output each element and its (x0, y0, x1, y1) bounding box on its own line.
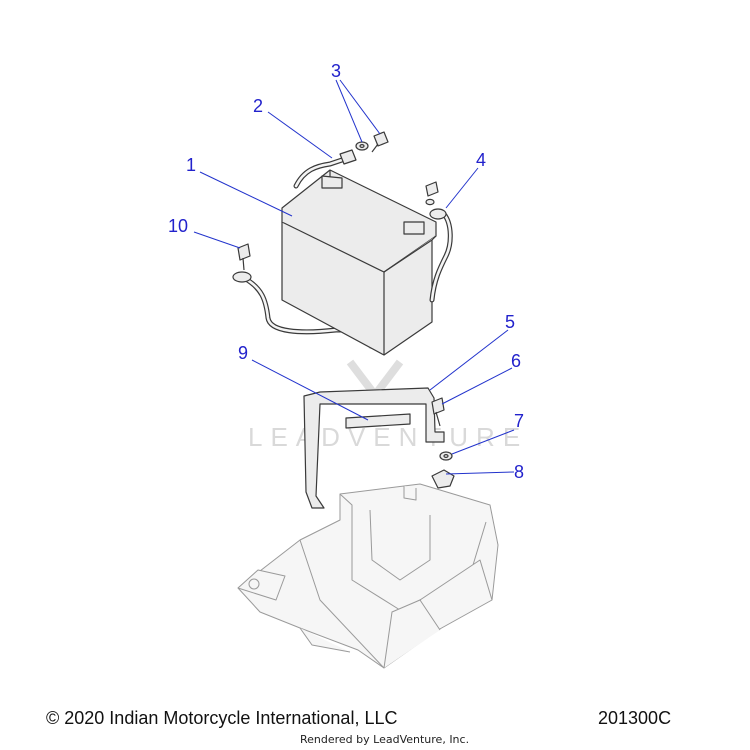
callout-labels: 1 2 3 4 5 6 7 8 9 10 (168, 61, 524, 482)
hardware-upper (355, 131, 389, 153)
copyright-notice: © 2020 Indian Motorcycle International, … (46, 708, 398, 728)
callout-6: 6 (511, 351, 521, 371)
callout-5: 5 (505, 312, 515, 332)
callout-1: 1 (186, 155, 196, 175)
battery-strap (303, 387, 445, 509)
negative-cable (232, 243, 373, 335)
callout-10: 10 (168, 216, 188, 236)
hardware-lower (431, 397, 455, 489)
drawing-number: 201300C (598, 708, 672, 728)
rendered-by-credit: Rendered by LeadVenture, Inc. (300, 733, 470, 746)
callout-3: 3 (331, 61, 341, 81)
leadventure-watermark: LEADVENTURE (248, 302, 528, 452)
positive-cable (425, 181, 453, 303)
leader-lines (193, 79, 515, 475)
callout-2: 2 (253, 96, 263, 116)
callout-8: 8 (514, 462, 524, 482)
callout-4: 4 (476, 150, 486, 170)
callout-9: 9 (238, 343, 248, 363)
callout-7: 7 (514, 411, 524, 431)
watermark-text: LEADVENTURE (248, 422, 528, 452)
battery-tray (237, 483, 499, 669)
top-cable (293, 149, 357, 189)
battery (281, 169, 437, 356)
